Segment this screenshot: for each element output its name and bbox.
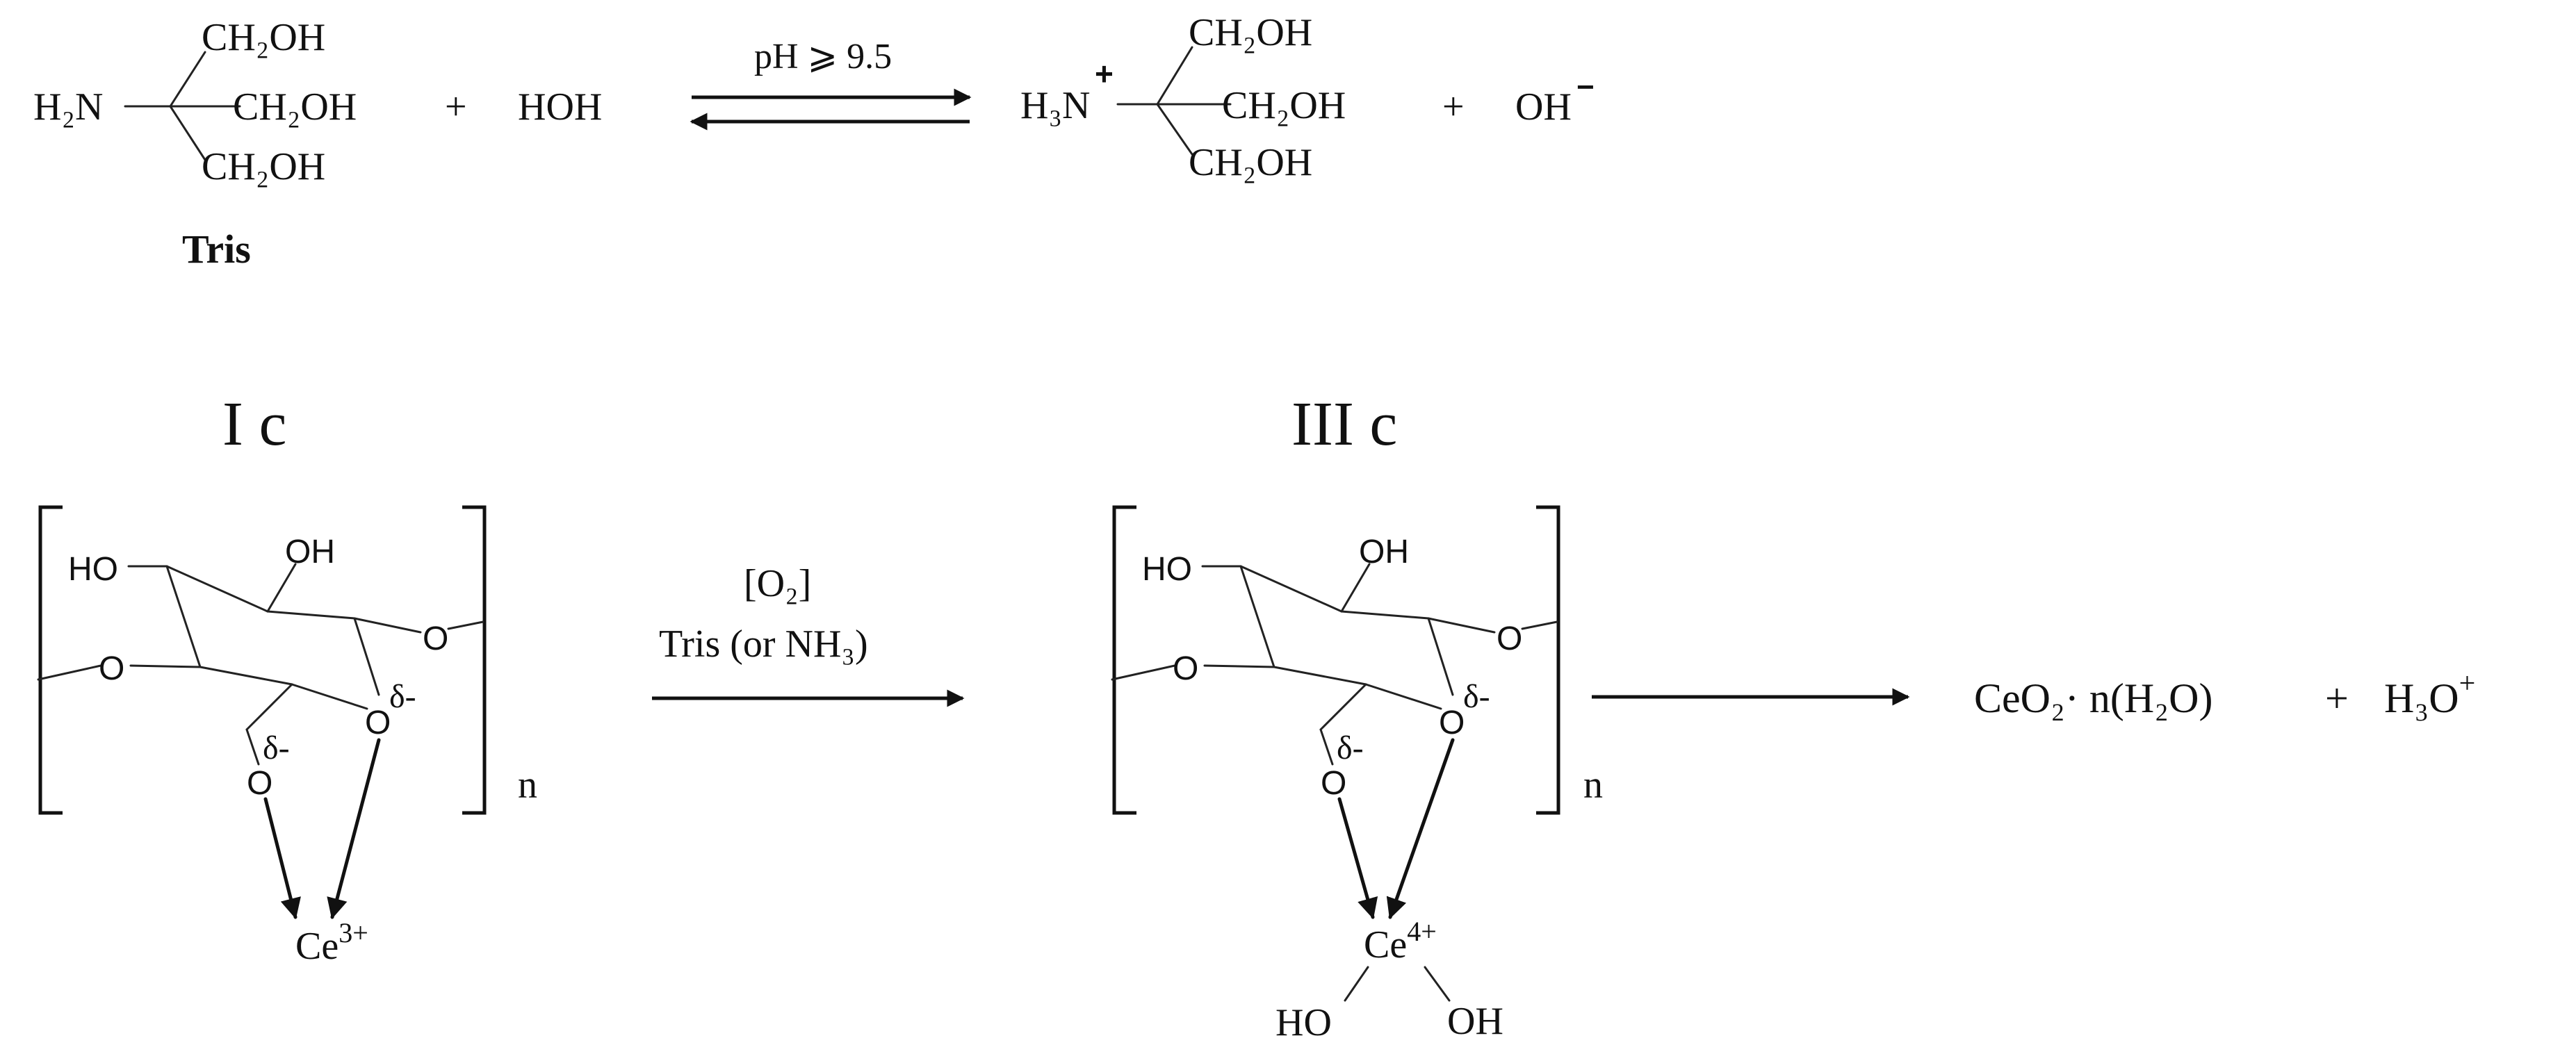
complex-ic-title: I c — [222, 390, 286, 459]
ic-right-bracket — [462, 505, 487, 815]
iiic-ce-oh-bond-left — [1344, 966, 1369, 1002]
equilibrium-condition: pH ⩾ 9.5 — [754, 37, 892, 76]
ptris-c-ch2oh-top-bond — [1156, 46, 1193, 106]
iiic-ho-label: HO — [1142, 551, 1192, 588]
tris-c-ch2oh-top-bond — [169, 51, 206, 108]
ptris-c-ch2oh-bot-bond — [1156, 103, 1193, 156]
ic-cerium: Ce3+ — [295, 917, 368, 968]
plus-sign-2: + — [1442, 85, 1465, 129]
ptris-positive-charge: + — [1095, 56, 1114, 92]
ic-glycosidic-o: O — [423, 620, 448, 657]
iiic-coord-arrow-o5 — [1386, 738, 1455, 919]
complex-iiic: III c n HO OH O O O δ- δ- O — [1111, 390, 1603, 1044]
iiic-repeat-n: n — [1583, 764, 1603, 807]
tris-c-ch2oh-bot-bond — [169, 105, 206, 161]
ceria-hydrate-label: CeO₂· n(H₂O) — [1974, 675, 2212, 721]
base-label: Tris (or NH₃) — [659, 623, 868, 666]
iiic-glycosidic-o: O — [1497, 620, 1522, 657]
tris-name-label: Tris — [182, 227, 251, 272]
iiic-right-bracket — [1536, 505, 1560, 815]
iiic-ce-oh-bond-right — [1424, 966, 1451, 1002]
plus-sign-3: + — [2325, 675, 2349, 721]
iiic-oh-label: OH — [1359, 534, 1409, 570]
plus-sign-1: + — [445, 85, 467, 129]
oxidant-label: [O₂] — [744, 562, 811, 605]
ptris-ch2oh-top: CH₂OH — [1189, 11, 1312, 54]
iiic-left-bracket — [1112, 505, 1136, 815]
iiic-ring-o5: O — [1439, 705, 1465, 741]
complex-iiic-title: III c — [1291, 390, 1397, 459]
iiic-glucose-ring — [1111, 563, 1558, 766]
ptris-ammonium: H₃N — [1020, 84, 1090, 127]
protonated-tris-molecule: H₃N + CH₂OH CH₂OH CH₂OH — [1020, 11, 1346, 184]
ic-delta-2: δ- — [263, 730, 290, 766]
ic-ho-label: HO — [68, 551, 118, 588]
iiic-cerium: Ce4+ — [1364, 916, 1437, 966]
final-products: CeO₂· n(H₂O) + H₃O+ — [1974, 668, 2475, 721]
ptris-ch2oh-bot: CH₂OH — [1189, 141, 1312, 184]
ic-o6: O — [247, 765, 272, 802]
iiic-o6: O — [1321, 765, 1346, 802]
ic-glucose-ring — [37, 563, 484, 766]
tris-ch2oh-mid: CH₂OH — [233, 85, 357, 129]
ptris-ch2oh-mid: CH₂OH — [1222, 84, 1346, 127]
complex-ic: I c n HO OH O O O δ- δ- O C — [37, 390, 537, 968]
hydroxide-label: OH — [1515, 85, 1572, 129]
iiic-delta-2: δ- — [1337, 730, 1364, 766]
tris-molecule: H₂N CH₂OH CH₂OH CH₂OH Tris — [33, 16, 357, 272]
iiic-ce-ho: HO — [1275, 1001, 1332, 1044]
hydronium-label: H₃O+ — [2384, 668, 2475, 721]
ic-left-o: O — [99, 650, 124, 687]
ic-left-bracket — [38, 505, 63, 815]
ic-coord-arrow-o6 — [263, 797, 301, 919]
tris-amine: H₂N — [33, 85, 103, 129]
ic-ring-o5: O — [365, 705, 391, 741]
tris-ch2oh-bot: CH₂OH — [202, 145, 325, 188]
tris-ch2oh-top: CH₂OH — [202, 16, 325, 59]
hydroxide-charge: − — [1576, 70, 1595, 104]
iiic-left-o: O — [1173, 650, 1198, 687]
water-label: HOH — [518, 85, 602, 129]
iiic-coord-arrow-o6 — [1337, 797, 1378, 919]
oxidation-arrow: [O₂] Tris (or NH₃) — [652, 562, 965, 707]
ic-coord-arrow-o5 — [327, 738, 381, 919]
ic-delta-1: δ- — [389, 678, 416, 715]
ic-repeat-n: n — [518, 764, 537, 807]
equilibrium-arrow: pH ⩾ 9.5 — [690, 37, 972, 131]
ic-oh-label: OH — [285, 534, 335, 570]
iiic-ce-oh: OH — [1447, 1000, 1503, 1043]
iiic-delta-1: δ- — [1463, 678, 1490, 715]
